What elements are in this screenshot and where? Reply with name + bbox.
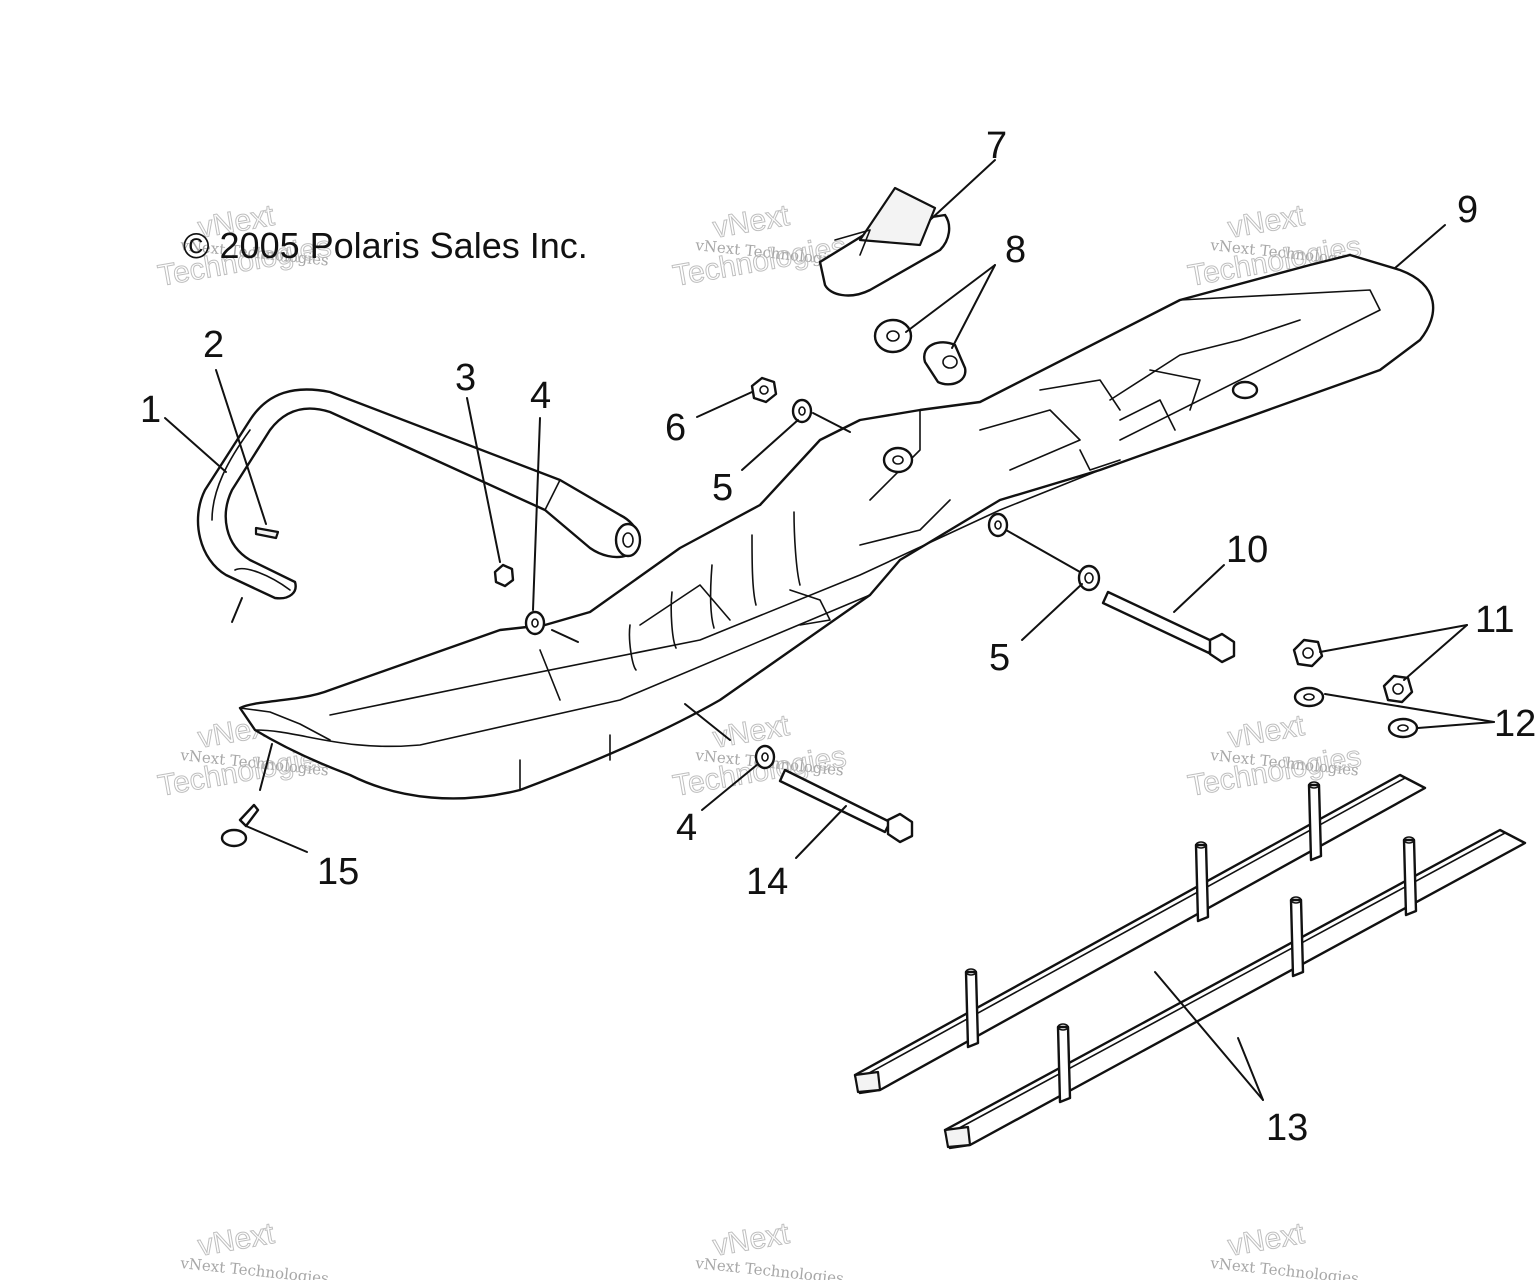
- washer-4b: [754, 744, 776, 770]
- callout-1: 1: [140, 389, 161, 431]
- callout-5-bottom: 5: [989, 637, 1010, 679]
- washer-12a: [1293, 686, 1325, 708]
- ski-slots: [628, 511, 801, 671]
- callout-8: 8: [1005, 229, 1026, 271]
- callout-9: 9: [1457, 189, 1478, 231]
- callout-6: 6: [665, 407, 686, 449]
- copyright-text: © 2005 Polaris Sales Inc.: [183, 225, 588, 266]
- watermark: vNext vNext Technologies Technologies: [1185, 708, 1364, 803]
- callout-4-bottom: 4: [676, 807, 697, 849]
- callout-7: 7: [986, 125, 1007, 167]
- washer-5c: [1077, 564, 1101, 592]
- watermark: vNext vNext Technologies: [694, 1216, 845, 1280]
- watermark: vNext vNext Technologies Technologies: [670, 198, 849, 293]
- bushing-8a: [873, 318, 913, 354]
- callout-11: 11: [1475, 599, 1514, 641]
- svg-text:vNext Technologies: vNext Technologies: [179, 1254, 330, 1280]
- ski-body: [238, 253, 1435, 800]
- bolt-10: [1101, 590, 1236, 664]
- nut-6: [750, 376, 778, 404]
- callout-3: 3: [455, 357, 476, 399]
- callout-4-top: 4: [530, 375, 551, 417]
- washer-5b: [987, 512, 1009, 538]
- watermark: vNext vNext Technologies: [1209, 1216, 1360, 1280]
- callout-2: 2: [203, 324, 224, 366]
- watermark: vNext vNext Technologies: [179, 1216, 330, 1280]
- callout-12: 12: [1494, 703, 1536, 745]
- carbide-runner-a: [853, 773, 1427, 1095]
- callout-13: 13: [1266, 1107, 1308, 1149]
- ski-handle: [196, 388, 642, 600]
- svg-text:vNext Technologies: vNext Technologies: [1209, 1254, 1360, 1280]
- callout-5-top: 5: [712, 467, 733, 509]
- callout-15: 15: [317, 851, 359, 893]
- leader-lines: [164, 159, 1495, 1101]
- carbide-runner-b: [943, 828, 1527, 1150]
- bushing-8b: [923, 341, 967, 386]
- bolt-14: [778, 768, 914, 844]
- handle-rivet: [254, 526, 280, 540]
- nut-11a: [1292, 638, 1324, 668]
- nut-11b: [1382, 674, 1414, 704]
- wear-pad: [818, 186, 951, 297]
- callout-14: 14: [746, 861, 788, 903]
- svg-text:vNext Technologies: vNext Technologies: [694, 1254, 845, 1280]
- washer-5a: [791, 398, 813, 424]
- washer-12b: [1387, 717, 1419, 739]
- nut-3: [493, 563, 515, 588]
- callouts: 1 2 3 4 6 5 7 8 9 10 5 11 12 4 14 15 13: [140, 125, 1536, 1149]
- callout-10: 10: [1226, 529, 1268, 571]
- washer-4a: [524, 610, 546, 636]
- rivet-15: [220, 803, 260, 848]
